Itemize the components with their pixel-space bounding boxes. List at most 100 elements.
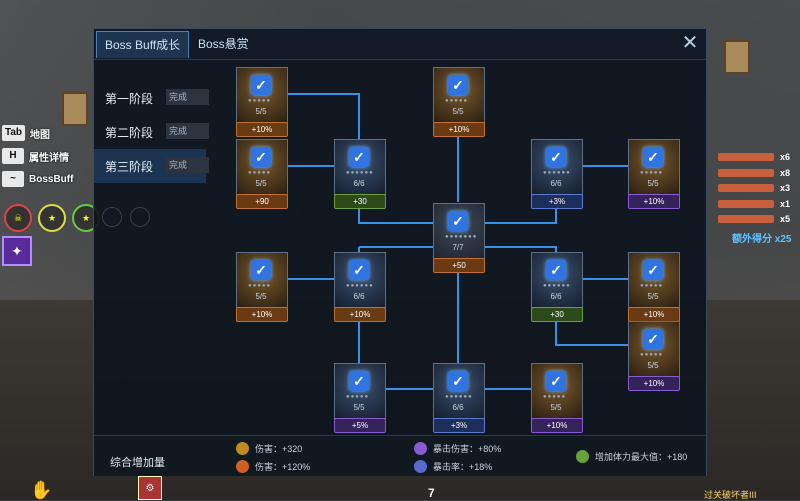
node-level: 7/7 [452,243,464,252]
hud-hint-label: 属性详情 [29,152,69,164]
skill-node[interactable]: ✓ ●●●●● 5/5 +10% [236,67,288,137]
skill-node[interactable]: ✓ ●●●●●● 6/6 +3% [433,363,485,433]
stage-ghost-icons [102,207,150,227]
summary-stat: 伤害：+120% [236,460,310,473]
check-icon: ✓ [448,211,468,231]
stage-item[interactable]: 第三阶段 完成 [94,149,209,183]
skill-node[interactable]: ✓ ●●●●● 5/5 +10% [628,321,680,391]
multiplier-row: x1 [708,197,796,211]
skill-node[interactable]: ✓ ●●●●● 5/5 +10% [433,67,485,137]
check-icon: ✓ [546,147,566,167]
score-multipliers: x6 x8 x3 x1 x5 额外得分 x25 [708,150,796,245]
rank-dots: ●●●●● [248,283,272,289]
node-bonus: +5% [334,418,386,433]
stat-label: 伤害：+320 [255,444,303,454]
check-icon: ✓ [251,260,271,280]
multiplier-bar [718,168,774,177]
stage-status: 完成 [166,157,209,173]
faded-icon [130,207,150,227]
tab-boss-buff-growth[interactable]: Boss Buff成长 [96,31,190,58]
rank-dots: ●●●●● [248,170,272,176]
node-level: 6/6 [550,292,562,301]
rank-dots: ●●●●●●● [445,234,478,240]
rank-dots: ●●●●● [640,283,664,289]
boss-buff-icon[interactable]: ✦ [2,236,32,266]
hud-status-icons: ☠ ★ ★ [4,204,100,232]
skill-node[interactable]: ✓ ●●●●● 5/5 +10% [628,139,680,209]
node-bonus: +10% [236,122,288,137]
skill-node[interactable]: ✓ ●●●●●● 6/6 +30 [334,139,386,209]
node-level: 6/6 [353,292,365,301]
fire-icon [236,460,249,473]
skill-node-center[interactable]: ✓ ●●●●●●● 7/7 +50 [433,203,485,273]
summary-stat: 增加体力最大值：+180 [576,450,687,463]
stage-list: 第一阶段 完成 第二阶段 完成 第三阶段 完成 [94,81,209,183]
summary-stat: 暴击率：+18% [414,460,492,473]
node-level: 5/5 [255,107,267,116]
rank-badge-icon: ★ [38,204,66,232]
node-bonus: +50 [433,258,485,273]
skill-node[interactable]: ✓ ●●●●● 5/5 +5% [334,363,386,433]
node-bonus: +10% [531,418,583,433]
lamp-decoration [62,92,88,126]
check-icon: ✓ [448,75,468,95]
hud-hint-map[interactable]: Tab 地图 [2,122,73,144]
check-icon: ✓ [251,75,271,95]
multiplier-value: x1 [780,198,791,209]
summary-title: 综合增加量 [110,457,165,469]
rank-dots: ●●●●● [248,98,272,104]
skill-node[interactable]: ✓ ●●●●● 5/5 +10% [628,252,680,322]
check-icon: ✓ [349,371,369,391]
skill-node[interactable]: ✓ ●●●●● 5/5 +10% [236,252,288,322]
check-icon: ✓ [349,260,369,280]
stage-item[interactable]: 第二阶段 完成 [94,115,209,149]
node-bonus: +90 [236,194,288,209]
rank-dots: ●●●●● [640,352,664,358]
stage-item[interactable]: 第一阶段 完成 [94,81,209,115]
sword-icon [236,442,249,455]
node-level: 5/5 [255,179,267,188]
ammo-count: 7 [428,486,435,500]
node-level: 6/6 [550,179,562,188]
summary-stat: 暴击伤害：+80% [414,442,501,455]
check-icon: ✓ [643,147,663,167]
boss-skull-icon: ☠ [4,204,32,232]
skill-node[interactable]: ✓ ●●●●● 5/5 +10% [531,363,583,433]
node-level: 5/5 [647,361,659,370]
skill-node[interactable]: ✓ ●●●●●● 6/6 +30 [531,252,583,322]
stat-label: 暴击率：+18% [433,462,493,472]
skill-node[interactable]: ✓ ●●●●● 5/5 +90 [236,139,288,209]
extra-score-total: 额外得分 x25 [732,234,792,245]
multiplier-bar [718,184,774,192]
node-level: 6/6 [353,179,365,188]
rank-dots: ●●●●●● [543,170,571,176]
node-level: 5/5 [647,292,659,301]
multiplier-row: x5 [708,212,796,226]
check-icon: ✓ [546,371,566,391]
rank-dots: ●●●●● [346,394,370,400]
summary-bar: 综合增加量 伤害：+320 伤害：+120% 暴击伤害：+80% 暴击率：+18… [94,435,706,476]
node-level: 5/5 [550,403,562,412]
multiplier-value: x3 [780,183,791,193]
stat-label: 暴击伤害：+80% [433,444,502,454]
node-bonus: +10% [236,307,288,322]
hud-key-hints: Tab 地图 H 属性详情 ~ BossBuff [2,122,73,191]
node-level: 5/5 [353,403,365,412]
hud-hint-bossbuff[interactable]: ~ BossBuff [2,168,73,190]
hud-hint-attributes[interactable]: H 属性详情 [2,145,73,167]
stat-label: 伤害：+120% [255,462,311,472]
check-icon: ✓ [349,147,369,167]
close-icon[interactable]: ✕ [681,32,699,54]
stage-label: 第三阶段 [105,160,154,174]
hand-icon: ✋ [30,480,53,500]
plus-health-icon [576,450,589,463]
rank-dots: ●●●●●● [346,283,374,289]
node-bonus: +3% [531,194,583,209]
tab-boss-bounty[interactable]: Boss悬赏 [198,37,249,51]
skill-node[interactable]: ✓ ●●●●●● 6/6 +10% [334,252,386,322]
multiplier-bar [718,215,774,223]
node-bonus: +10% [433,122,485,137]
skill-node[interactable]: ✓ ●●●●●● 6/6 +3% [531,139,583,209]
item-slot-icon[interactable]: ⚙ [138,476,162,500]
node-bonus: +10% [628,307,680,322]
